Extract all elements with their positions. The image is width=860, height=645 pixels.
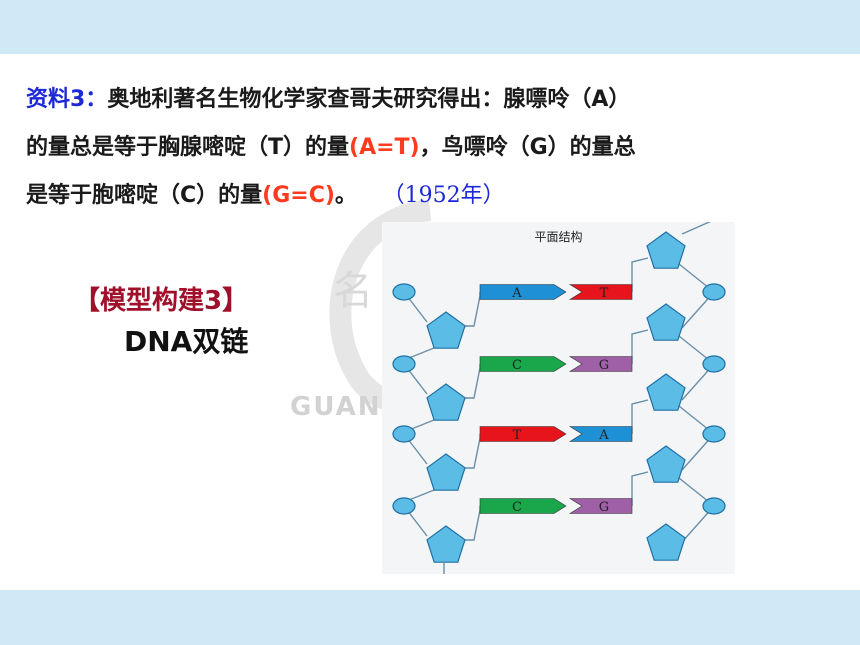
left-phosphate — [392, 355, 416, 373]
right-sugar-link — [631, 329, 649, 364]
material-line2-b: ，鸟嘌呤（G）的量总 — [419, 135, 636, 160]
top-band — [0, 0, 860, 54]
right-phosphate — [702, 355, 726, 373]
right-sugar — [646, 231, 686, 269]
right-sugar — [646, 373, 686, 411]
right-sugar — [646, 445, 686, 483]
left-phosphate — [392, 497, 416, 515]
base-right-letter: A — [598, 428, 609, 443]
right-sugar-link — [631, 471, 649, 506]
base-right-block — [568, 356, 633, 372]
left-phosphate — [392, 425, 416, 443]
dna-diagram: 平面结构 A T C G T A C G — [382, 222, 735, 574]
material-line3-a: 是等于胞嘧啶（C）的量 — [26, 183, 263, 208]
material-line-1: 资料3：奥地利著名生物化学家查哥夫研究得出：腺嘌呤（A） — [26, 76, 826, 124]
right-sugar-link — [631, 399, 649, 434]
material-line1-text: 奥地利著名生物化学家查哥夫研究得出：腺嘌呤（A） — [107, 87, 631, 112]
equation-a-t: (A=T) — [349, 135, 420, 160]
watermark-char: 名 — [333, 268, 373, 314]
left-sugar — [426, 383, 466, 421]
base-left-block — [479, 284, 567, 300]
dna-structure-svg: A T C G T A C G — [392, 222, 726, 574]
base-right-block — [568, 426, 633, 442]
base-right-letter: G — [599, 500, 609, 515]
diagram-title: 平面结构 — [534, 230, 583, 244]
base-right-letter: G — [599, 358, 609, 373]
base-right-block — [568, 498, 633, 514]
material-line-2: 的量总是等于胸腺嘧啶（T）的量(A=T)，鸟嘌呤（G）的量总 — [26, 124, 826, 172]
right-phosphate — [702, 283, 726, 301]
right-phosphate — [702, 497, 726, 515]
bottom-band — [0, 590, 860, 645]
material-paragraph: 资料3：奥地利著名生物化学家查哥夫研究得出：腺嘌呤（A） 的量总是等于胸腺嘧啶（… — [26, 76, 826, 220]
right-sugar — [646, 303, 686, 341]
material-line3-b: 。 — [334, 183, 365, 208]
base-left-letter: T — [513, 428, 522, 443]
base-left-block — [479, 426, 567, 442]
left-sugar — [426, 311, 466, 349]
right-phosphate — [702, 425, 726, 443]
year-label: （1952年） — [382, 183, 505, 208]
base-left-letter: A — [511, 286, 522, 301]
material-label: 资料3： — [26, 87, 108, 112]
model-title: 【模型构建3】 — [74, 286, 249, 316]
base-right-block — [568, 284, 633, 300]
base-left-block — [479, 356, 567, 372]
left-sugar — [426, 525, 466, 563]
base-left-letter: C — [512, 358, 522, 373]
right-backbone-line — [681, 222, 712, 235]
material-line2-a: 的量总是等于胸腺嘧啶（T）的量 — [26, 135, 350, 160]
base-right-letter: T — [600, 286, 609, 301]
left-sugar — [426, 453, 466, 491]
base-left-letter: C — [512, 500, 522, 515]
material-line-3: 是等于胞嘧啶（C）的量(G=C)。 （1952年） — [26, 172, 826, 220]
base-left-block — [479, 498, 567, 514]
right-sugar — [646, 523, 686, 561]
left-phosphate — [392, 283, 416, 301]
model-subtitle: DNA双链 — [124, 325, 249, 358]
right-sugar-link — [631, 257, 649, 292]
watermark-word: GUAN — [290, 392, 382, 422]
equation-g-c: (G=C) — [262, 183, 335, 208]
